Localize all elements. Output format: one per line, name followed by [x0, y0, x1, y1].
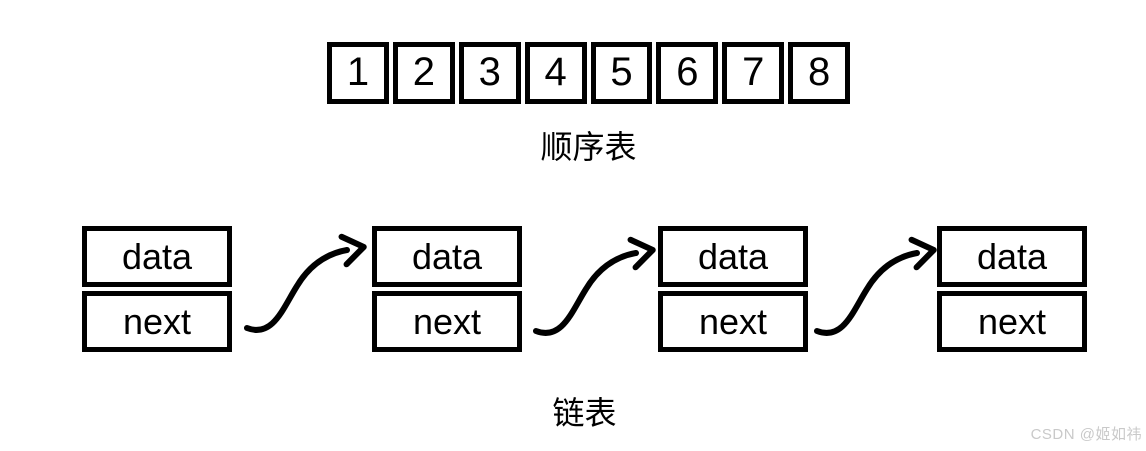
array-cell: 3: [458, 42, 521, 104]
next-pointer-arrow-1: [244, 233, 367, 333]
node-next-field: next: [658, 291, 808, 352]
node-data-field: data: [372, 226, 522, 287]
next-pointer-arrow-2: [533, 236, 656, 336]
array-cell: 4: [524, 42, 587, 104]
node-data-field: data: [82, 226, 232, 287]
linked-node: data next: [372, 226, 522, 352]
array-cell: 7: [722, 42, 785, 104]
array-cell: 5: [590, 42, 653, 104]
array-cell: 1: [327, 42, 389, 104]
sequential-list-label: 顺序表: [540, 129, 637, 165]
array-cell: 8: [788, 42, 850, 104]
csdn-watermark: CSDN @姬如祎: [1030, 426, 1142, 443]
linked-node: data next: [937, 226, 1087, 352]
node-data-field: data: [937, 226, 1087, 287]
sequential-list: 1 2 3 4 5 6 7 8: [327, 42, 850, 104]
linked-node: data next: [658, 226, 808, 352]
next-pointer-arrow-3: [814, 236, 937, 336]
node-next-field: next: [82, 291, 232, 352]
node-next-field: next: [372, 291, 522, 352]
node-data-field: data: [658, 226, 808, 287]
linked-node: data next: [82, 226, 232, 352]
array-cell: 2: [392, 42, 455, 104]
node-next-field: next: [937, 291, 1087, 352]
linked-list-label: 链表: [552, 395, 617, 431]
array-cell: 6: [656, 42, 719, 104]
